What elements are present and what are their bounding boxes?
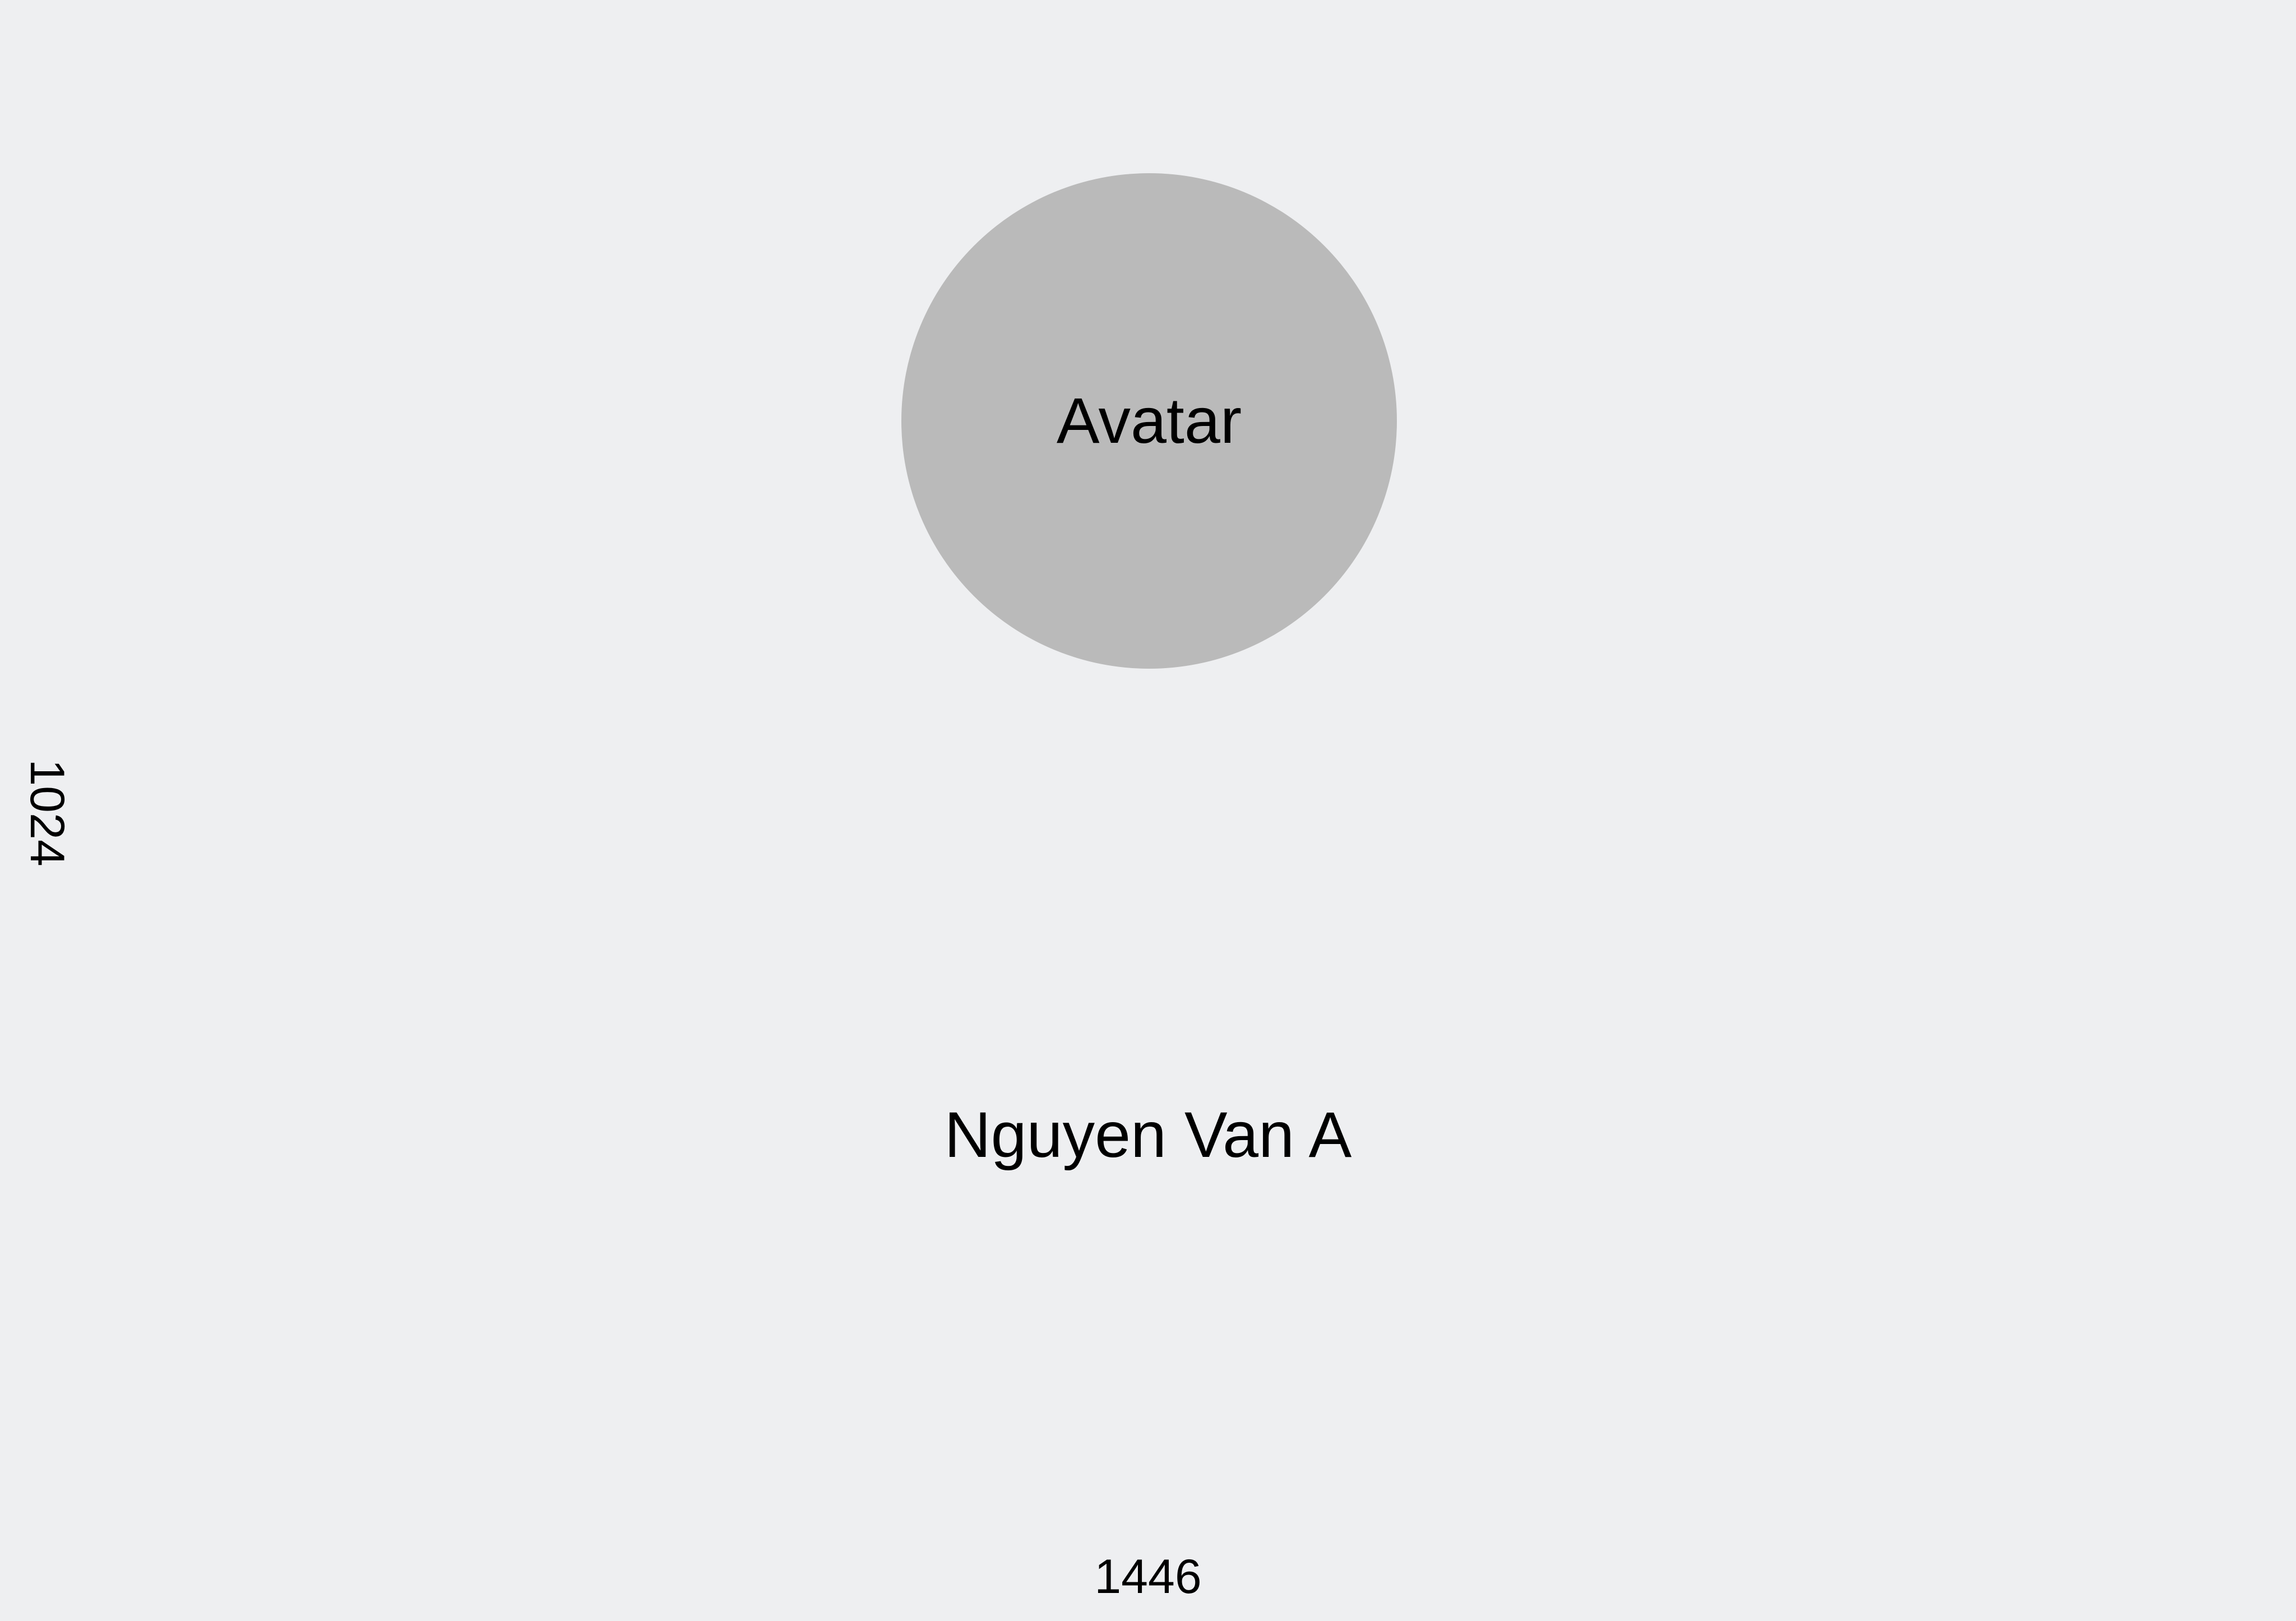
avatar[interactable]: Avatar bbox=[901, 173, 1397, 669]
height-dimension-label: 1024 bbox=[20, 759, 74, 867]
avatar-placeholder-label: Avatar bbox=[1056, 385, 1242, 457]
user-name: Nguyen Van A bbox=[944, 1099, 1352, 1171]
width-dimension-label: 1446 bbox=[1094, 1550, 1202, 1604]
